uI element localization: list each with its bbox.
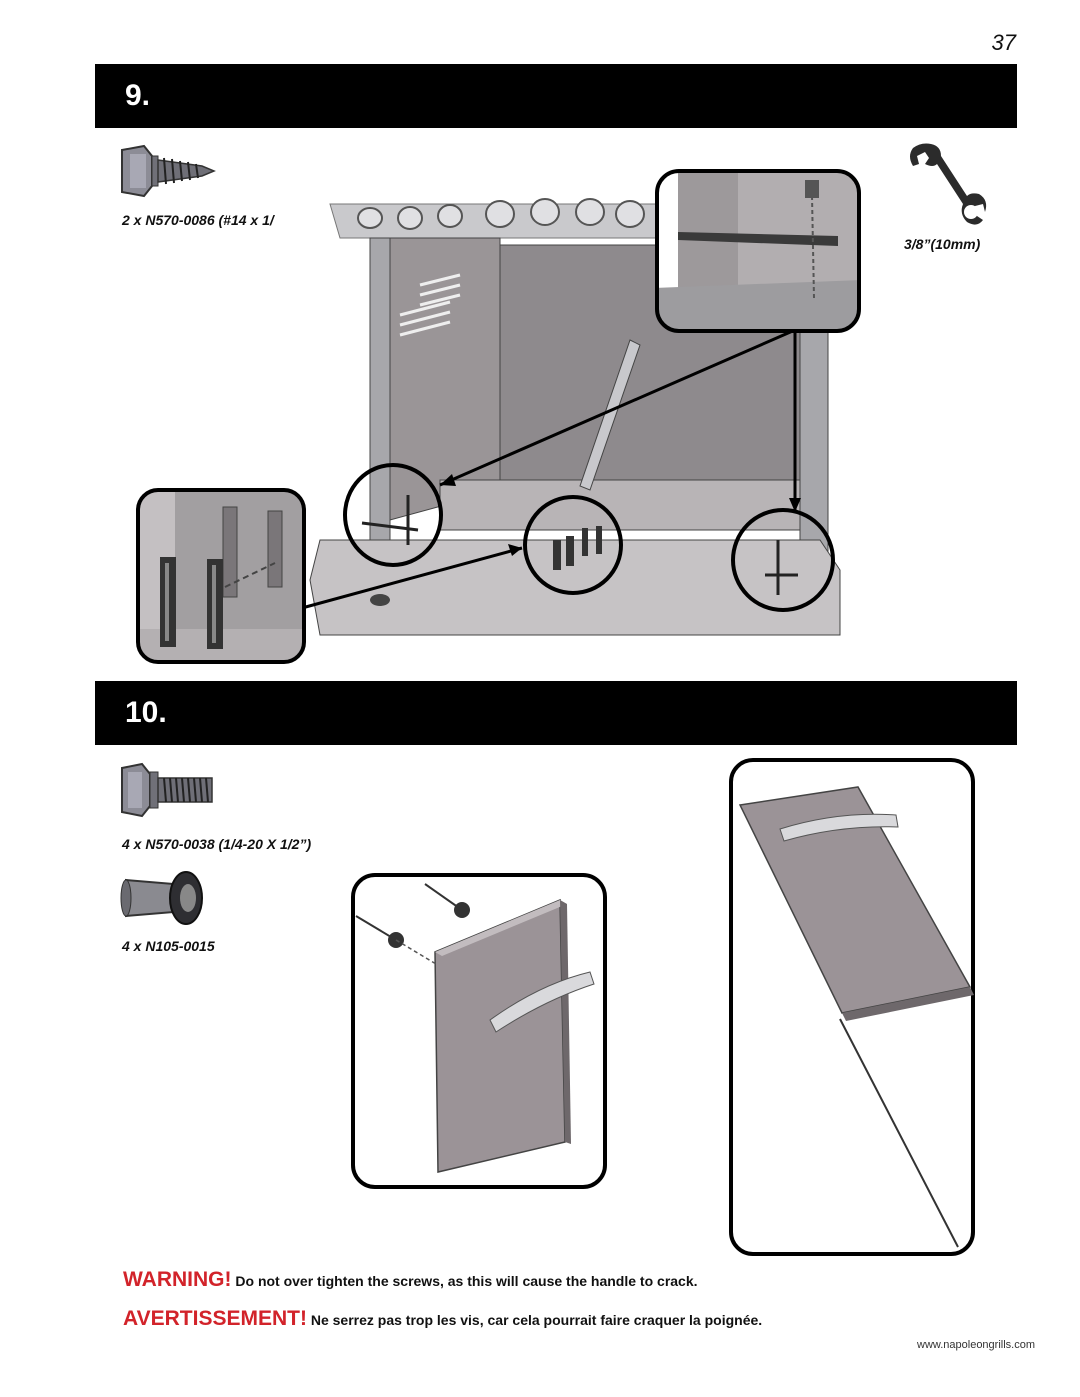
- step-10-number: 10.: [125, 696, 167, 729]
- step-10-lid-handle-inset: [729, 758, 975, 1256]
- wrench-icon: [910, 143, 987, 225]
- step-9-header: 9.: [95, 64, 1017, 128]
- step-9-screw-label: 2 x N570-0086 (#14 x 1/: [122, 212, 274, 228]
- website-url: www.napoleongrills.com: [917, 1339, 1035, 1351]
- spacer-icon: [120, 871, 203, 925]
- wrench-size-label: 3/8”(10mm): [904, 236, 981, 252]
- avertissement-word: AVERTISSEMENT!: [123, 1307, 307, 1330]
- hex-bolt-icon: [121, 762, 213, 818]
- step-9-top-detail-inset: [655, 169, 861, 333]
- warning-english: WARNING! Do not over tighten the screws,…: [123, 1268, 698, 1292]
- warning-word: WARNING!: [123, 1268, 232, 1291]
- step-9-number: 9.: [125, 79, 151, 112]
- step-10-header: 10.: [95, 681, 1017, 745]
- warning-french: AVERTISSEMENT! Ne serrez pas trop les vi…: [123, 1307, 762, 1331]
- step-10-bolt-label: 4 x N570-0038 (1/4-20 X 1/2”): [122, 836, 312, 852]
- step-10-door-handle-inset: [351, 873, 607, 1189]
- step-9-rail-detail-inset: [136, 488, 306, 664]
- warning-text: Do not over tighten the screws, as this …: [235, 1273, 698, 1289]
- callout-overlays: [301, 328, 835, 612]
- page-number: 37: [991, 30, 1016, 55]
- avertissement-text: Ne serrez pas trop les vis, car cela pou…: [310, 1312, 763, 1328]
- step-10-spacer-label: 4 x N105-0015: [122, 938, 215, 954]
- hex-screw-icon: [121, 144, 216, 198]
